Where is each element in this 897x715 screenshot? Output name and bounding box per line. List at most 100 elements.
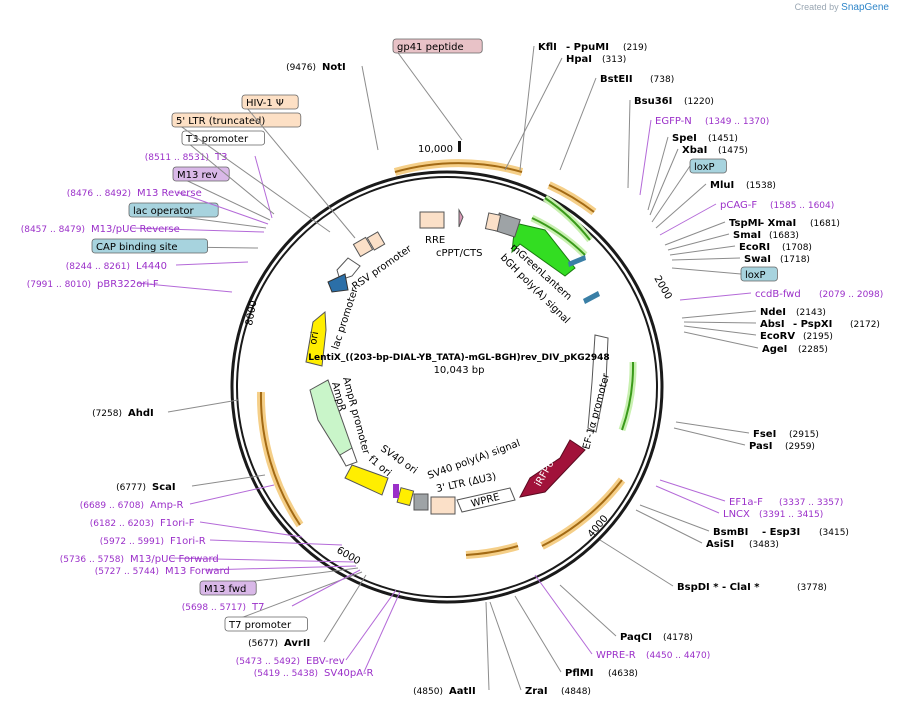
leader-line-bsmbi bbox=[639, 504, 710, 532]
f1-ori-feature[interactable] bbox=[344, 464, 389, 496]
feature-label-loxp2[interactable]: loxP bbox=[745, 270, 766, 281]
primer-label-f1orif[interactable]: F1ori-F bbox=[160, 518, 195, 529]
feature-box-m13revf[interactable] bbox=[172, 166, 230, 182]
primer-label-m13fwd[interactable]: M13 Forward bbox=[165, 566, 230, 577]
primer-label-ccdb[interactable]: ccdB-fwd bbox=[755, 289, 801, 300]
enzyme-label-bsu36i[interactable]: Bsu36I bbox=[634, 96, 672, 107]
sv40-polya-feature[interactable] bbox=[413, 493, 429, 511]
leader-line-bsu36i bbox=[627, 99, 631, 189]
sv40-ori-feature[interactable] bbox=[396, 487, 415, 507]
lac-operator-feature[interactable] bbox=[327, 273, 349, 293]
primer-label-t7[interactable]: T7 bbox=[251, 602, 264, 613]
primer-label-pcagf[interactable]: pCAG-F bbox=[720, 200, 757, 211]
enzyme-label-tspmi[interactable]: TspMI bbox=[729, 218, 761, 229]
primer-label-lncx[interactable]: LNCX bbox=[723, 509, 750, 520]
feature-label-loxp1[interactable]: loxP bbox=[694, 162, 715, 173]
enzyme-label-avrii[interactable]: AvrII bbox=[284, 638, 310, 649]
leader-line-asisi bbox=[635, 509, 703, 544]
irfp670-feature[interactable] bbox=[519, 439, 586, 498]
position-label-ef1af: (3337 .. 3357) bbox=[779, 498, 843, 508]
leader-line-l4440 bbox=[175, 261, 249, 266]
enzyme-label-ecori[interactable]: EcoRI bbox=[739, 242, 770, 253]
snapgene-logo-text: SnapGene bbox=[841, 2, 889, 13]
feature-label-gp41[interactable]: gp41 peptide bbox=[397, 42, 464, 53]
enzyme-label-agei[interactable]: AgeI bbox=[762, 344, 787, 355]
feature-label-t3prom[interactable]: T3 promoter bbox=[185, 134, 249, 145]
leader-line-ahdi bbox=[167, 399, 239, 413]
primer-label-pbr322[interactable]: pBR322ori-F bbox=[97, 279, 159, 290]
enzyme-label-xmai[interactable]: - XmaI bbox=[760, 218, 796, 229]
enzyme-label-paqci[interactable]: PaqCI bbox=[620, 632, 652, 643]
feature-box-lacop[interactable] bbox=[128, 202, 219, 218]
feature-box-loxp2[interactable] bbox=[740, 266, 778, 282]
position-label-aatii: (4850) bbox=[413, 687, 443, 697]
primer-label-ampr[interactable]: Amp-R bbox=[150, 500, 184, 511]
primer-label-ebvrev[interactable]: EBV-rev bbox=[306, 656, 345, 667]
feature-box-t7prom[interactable] bbox=[224, 616, 308, 632]
feature-box-capbs[interactable] bbox=[91, 238, 208, 254]
feature-box-ltr5[interactable] bbox=[171, 112, 302, 128]
feature-label-t7prom[interactable]: T7 promoter bbox=[228, 620, 292, 631]
feature-label-capbs[interactable]: CAP binding site bbox=[96, 242, 178, 253]
feature-label-lacop[interactable]: lac operator bbox=[133, 206, 194, 217]
ampr-promoter-feature[interactable] bbox=[339, 447, 358, 467]
enzyme-label-noti[interactable]: NotI bbox=[322, 62, 346, 73]
ef1a-promoter-feature[interactable] bbox=[587, 334, 609, 433]
primer-label-sv40pa[interactable]: SV40pA-R bbox=[324, 668, 373, 679]
leader-line-pasi bbox=[673, 427, 746, 446]
primer-label-m13puc[interactable]: M13/pUC Reverse bbox=[91, 224, 180, 235]
primer-label-t3[interactable]: T3 bbox=[214, 152, 227, 163]
primer-label-m13pucf[interactable]: M13/pUC Forward bbox=[130, 554, 219, 565]
enzyme-label-bstEII[interactable]: BstEII bbox=[600, 74, 633, 85]
enzyme-label-smai[interactable]: SmaI bbox=[733, 230, 761, 241]
enzyme-label-pflmi[interactable]: PflMI bbox=[565, 668, 593, 679]
ori-feature[interactable] bbox=[305, 310, 327, 367]
primer-label-m13rev[interactable]: M13 Reverse bbox=[137, 188, 202, 199]
primer-label-egfpn[interactable]: EGFP-N bbox=[655, 116, 692, 127]
enzyme-label-bspdi[interactable]: BspDI * - ClaI * bbox=[677, 582, 760, 593]
feature-box-m13fwdf[interactable] bbox=[199, 580, 257, 596]
mgreenlantern-feature[interactable] bbox=[511, 222, 576, 277]
feature-box-hiv[interactable] bbox=[241, 94, 299, 110]
enzyme-label-ahdi[interactable]: AhdI bbox=[128, 408, 154, 419]
primer-label-ef1af[interactable]: EF1a-F bbox=[729, 497, 763, 508]
feature-label-m13fwdf[interactable]: M13 fwd bbox=[204, 584, 246, 595]
enzyme-label-fsei[interactable]: FseI bbox=[753, 429, 776, 440]
cppt-feature[interactable] bbox=[458, 208, 464, 228]
enzyme-label-asisi[interactable]: AsiSI bbox=[706, 539, 734, 550]
feature-label-m13revf[interactable]: M13 rev bbox=[177, 170, 218, 181]
primer-label-wprer[interactable]: WPRE-R bbox=[596, 650, 636, 661]
feature-box-loxp1[interactable] bbox=[689, 158, 727, 174]
enzyme-label-mlui[interactable]: MluI bbox=[710, 180, 734, 191]
hiv-psi-inner-feature[interactable] bbox=[352, 236, 374, 258]
feature-box-gp41[interactable] bbox=[392, 38, 483, 54]
feature-label-ltr5[interactable]: 5' LTR (truncated) bbox=[176, 116, 265, 127]
ltr-small-feature[interactable] bbox=[484, 212, 502, 232]
primer-label-l4440[interactable]: L4440 bbox=[136, 261, 167, 272]
enzyme-label-esp3i[interactable]: - Esp3I bbox=[762, 527, 800, 538]
enzyme-label-xbai[interactable]: XbaI bbox=[682, 145, 707, 156]
enzyme-label-hpai[interactable]: HpaI bbox=[566, 54, 592, 65]
ltr5-inner-feature[interactable] bbox=[366, 231, 386, 251]
enzyme-label-pasi[interactable]: PasI bbox=[749, 441, 772, 452]
enzyme-label-aatii[interactable]: AatII bbox=[449, 686, 476, 697]
enzyme-label-ecorv[interactable]: EcoRV bbox=[760, 331, 795, 342]
enzyme-label-absi[interactable]: AbsI bbox=[760, 319, 785, 330]
enzyme-label-scai[interactable]: ScaI bbox=[152, 482, 176, 493]
enzyme-label-ndei[interactable]: NdeI bbox=[760, 307, 786, 318]
enzyme-label-pspxi[interactable]: - PspXI bbox=[793, 319, 832, 330]
primer-label-f1orir[interactable]: F1ori-R bbox=[170, 536, 206, 547]
ltr3-feature[interactable] bbox=[430, 496, 456, 515]
enzyme-label-bsmbi[interactable]: BsmBI bbox=[713, 527, 748, 538]
position-label-swai: (1718) bbox=[780, 255, 810, 265]
feature-label-hiv[interactable]: HIV-1 Ψ bbox=[246, 98, 284, 109]
leader-line-ecorv bbox=[683, 325, 757, 336]
rre-feature[interactable] bbox=[419, 211, 445, 229]
wpre-feature[interactable] bbox=[456, 487, 516, 513]
enzyme-label-ppumi[interactable]: - PpuMI bbox=[566, 42, 609, 53]
enzyme-label-swai[interactable]: SwaI bbox=[744, 254, 771, 265]
enzyme-label-kfl[interactable]: KflI bbox=[538, 42, 557, 53]
enzyme-label-spei[interactable]: SpeI bbox=[672, 133, 697, 144]
enzyme-label-zrai[interactable]: ZraI bbox=[525, 686, 548, 697]
